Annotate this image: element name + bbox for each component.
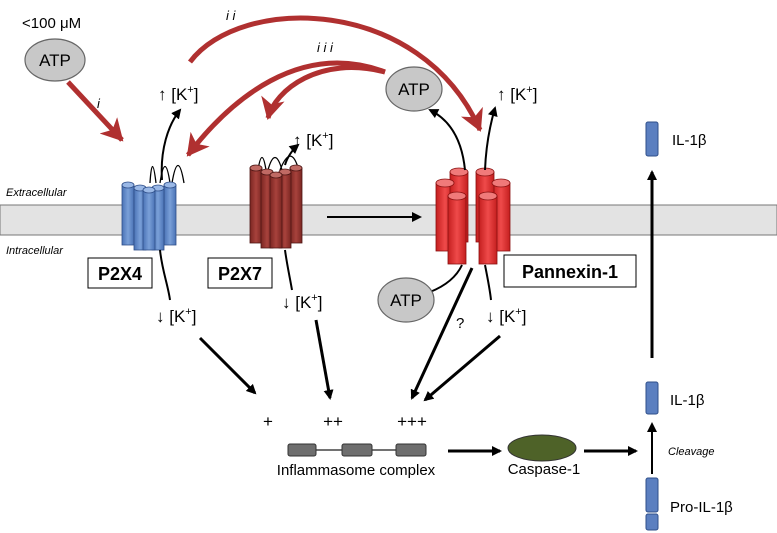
- pannexin-atp-inner-line: [429, 264, 463, 293]
- atp-intracellular-label: ATP: [390, 291, 422, 310]
- arrow-i: [66, 80, 124, 142]
- cleavage-label: Cleavage: [668, 446, 714, 458]
- roman-ii-label: i i: [226, 8, 237, 23]
- p2x7-label-box: [207, 257, 273, 289]
- atp-extracellular-ellipse: [24, 38, 86, 82]
- atp-concentration-label: <100 μM: [22, 15, 81, 32]
- p2x4-channel: [121, 164, 185, 251]
- pro-il1b-label: Pro-IL-1β: [670, 499, 733, 516]
- pannexin-1-channel: [435, 167, 511, 265]
- signal-strength-plus2: ++: [323, 412, 343, 431]
- pannexin-label: Pannexin-1: [522, 262, 618, 282]
- pannexin-k-to-inflammasome-arrow: [423, 334, 501, 402]
- pro-il1b-shape-top: [645, 477, 659, 513]
- extracellular-label: Extracellular: [6, 187, 68, 199]
- caspase-1-ellipse: [507, 434, 577, 462]
- p2x7-k-efflux-arrow: [284, 143, 300, 166]
- p2x7-k-up-label: ↑ [K+]: [293, 130, 333, 150]
- atp-intracellular-ellipse: [377, 277, 435, 323]
- atp-extracellular-label: ATP: [39, 51, 71, 70]
- p2x4-k-inner-line: [159, 249, 171, 301]
- pannexin-k-up-label: ↑ [K+]: [497, 84, 537, 104]
- p2x4-k-down-label: ↓ [K+]: [156, 306, 196, 326]
- p2x4-label-box: [87, 257, 153, 289]
- p2x7-label: P2X7: [218, 264, 262, 284]
- pro-il1b-shape-bottom: [645, 513, 659, 531]
- signal-strength-plus1: +: [263, 412, 273, 431]
- caspase-1-label: Caspase-1: [508, 461, 581, 478]
- p2x7-k-inner-line: [284, 249, 293, 291]
- p2x4-to-inflammasome-arrow: [198, 336, 257, 395]
- inflammasome-complex-shape: [287, 443, 427, 457]
- signal-strength-plus3: +++: [397, 412, 427, 431]
- pannexin-label-box: [503, 254, 637, 288]
- arrow-iii-to-p2x4: [186, 60, 386, 157]
- p2x4-label: P2X4: [98, 264, 142, 284]
- inflammasome-label: Inflammasome complex: [277, 462, 436, 479]
- p2x4-k-efflux-arrow: [160, 108, 182, 181]
- p2x7-k-down-label: ↓ [K+]: [282, 292, 322, 312]
- il1b-mature-label: IL-1β: [670, 392, 705, 409]
- p2x7-channel: [249, 155, 303, 249]
- roman-iii-label: i i i: [317, 40, 334, 55]
- p2x7-to-inflammasome-arrow: [314, 319, 334, 400]
- pannexin-k-inner-line: [484, 264, 492, 301]
- arrow-iii-to-p2x7: [261, 65, 386, 120]
- il1b-secreted-label: IL-1β: [672, 132, 707, 149]
- pannexin-atp-release-arrow: [428, 109, 466, 171]
- il1b-secreted-shape: [645, 121, 659, 157]
- question-mark: ?: [456, 315, 464, 332]
- roman-i-label: i: [97, 96, 101, 111]
- pannexin-k-efflux-arrow: [484, 106, 498, 171]
- intracellular-label: Intracellular: [6, 245, 64, 257]
- pannexin-k-down-label: ↓ [K+]: [486, 306, 526, 326]
- il1b-mature-shape: [645, 381, 659, 415]
- atp-released-label: ATP: [398, 80, 430, 99]
- atp-released-ellipse: [385, 66, 443, 112]
- cell-membrane: [0, 204, 777, 236]
- p2x4-k-up-label: ↑ [K+]: [158, 84, 198, 104]
- pannexin-to-inflammasome-arrow: [410, 267, 474, 400]
- arrow-ii: [187, 15, 483, 132]
